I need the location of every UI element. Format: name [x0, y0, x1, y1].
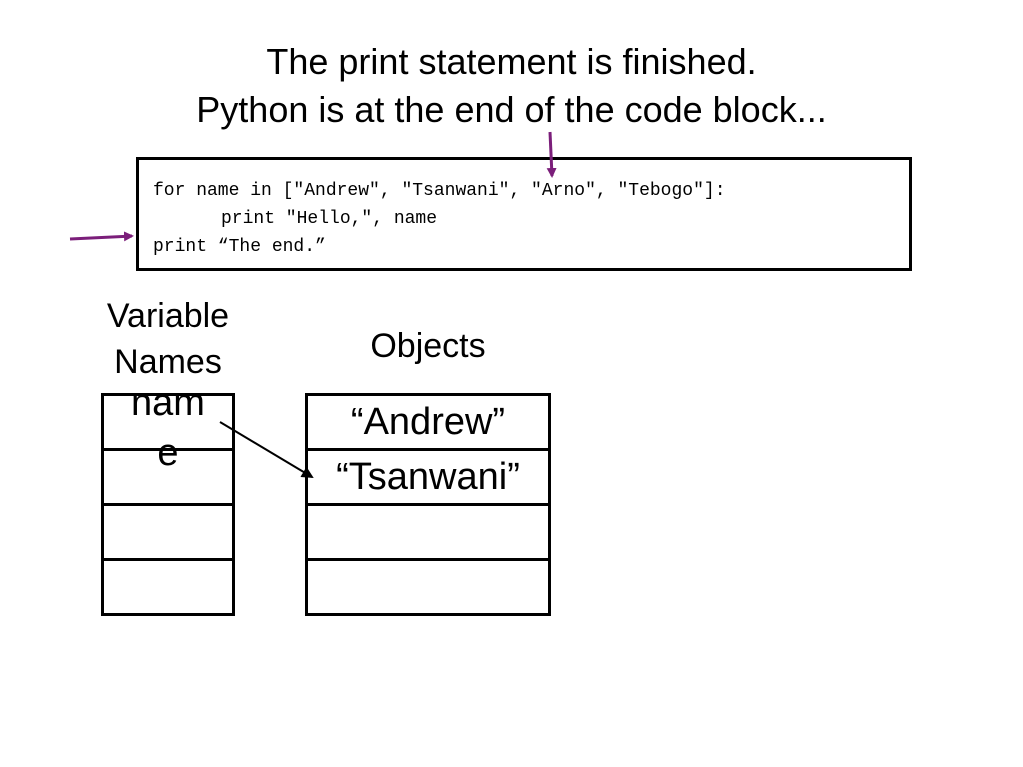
arrow-right-icon [69, 231, 134, 242]
object-row [305, 503, 551, 561]
variable-names-heading-line-2: Names [114, 343, 222, 381]
object-cell-empty [305, 503, 551, 561]
title-line-1: The print statement is finished. [266, 41, 757, 82]
variable-cell [101, 393, 235, 451]
variable-row [101, 503, 235, 561]
object-cell-andrew: “Andrew” [305, 393, 551, 451]
variable-row [101, 393, 235, 451]
code-block: for name in ["Andrew", "Tsanwani", "Arno… [136, 157, 912, 271]
code-line-print-hello: print "Hello,", name [221, 209, 438, 229]
object-row: “Andrew” [305, 393, 551, 451]
variable-name-label-line-1: nam [131, 382, 205, 424]
objects-table: “Andrew” “Tsanwani” [305, 393, 551, 616]
variable-names-heading-line-1: Variable [106, 297, 230, 335]
object-row: “Tsanwani” [305, 448, 551, 506]
variable-cell [101, 558, 235, 616]
objects-heading: Objects [370, 327, 486, 365]
object-row [305, 558, 551, 616]
code-line-print-end: print “The end.” [153, 237, 326, 257]
variable-row [101, 558, 235, 616]
variable-cell [101, 503, 235, 561]
title-line-2: Python is at the end of the code block..… [196, 89, 827, 130]
variable-name-label-line-2: e [157, 432, 179, 474]
variable-cell [101, 448, 235, 506]
variable-row [101, 448, 235, 506]
variable-names-table [101, 393, 235, 616]
object-cell-tsanwani: “Tsanwani” [305, 448, 551, 506]
object-cell-empty [305, 558, 551, 616]
code-line-for-loop: for name in ["Andrew", "Tsanwani", "Arno… [153, 181, 726, 201]
